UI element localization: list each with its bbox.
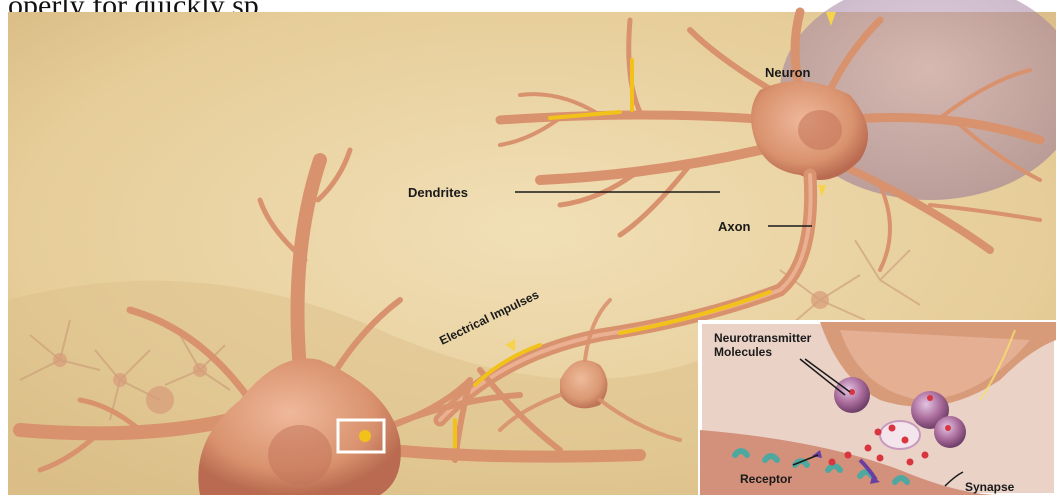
label-neurotransmitter-line2: Molecules — [714, 345, 772, 359]
label-receptor: Receptor — [740, 472, 792, 486]
vesicle — [934, 416, 966, 448]
label-dendrites: Dendrites — [408, 185, 468, 200]
label-synapse: Synapse — [965, 480, 1015, 494]
label-axon: Axon — [718, 219, 751, 234]
lower-neuron-nucleus — [268, 425, 332, 485]
upper-neuron-nucleus — [798, 110, 842, 150]
label-neuron: Neuron — [765, 65, 811, 80]
label-neurotransmitter-line1: Neurotransmitter — [714, 331, 812, 345]
